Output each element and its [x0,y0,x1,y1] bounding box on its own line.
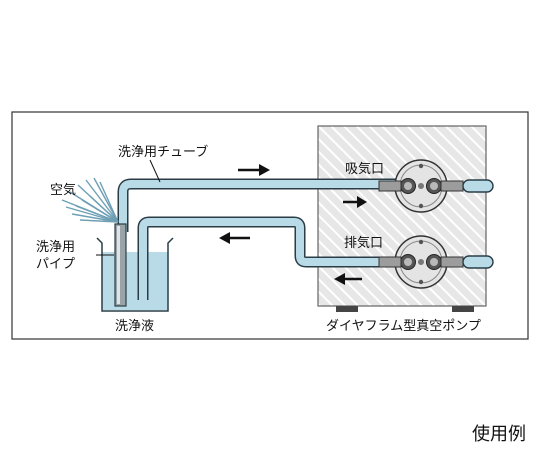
exhaust-outlet-tube [440,255,494,269]
exhaust-fitting [378,256,402,268]
air-spray-icon [61,177,119,223]
intake-fitting [378,180,402,192]
beaker [96,237,174,312]
washing-pipe [114,223,127,307]
liquid-label: 洗浄液 [115,319,154,334]
exhaust-label: 排気口 [344,235,383,251]
tube-leader-line [149,159,161,183]
arrow-left-icon [219,232,250,244]
arrow-right-icon [238,164,270,176]
pipe-label-line2: パイプ [36,257,75,272]
tube-label: 洗浄用チューブ [118,144,208,160]
arrow-right-icon [343,196,367,208]
caption: 使用例 [472,424,526,445]
arrow-left-icon [334,273,362,285]
intake-label: 吸気口 [345,161,384,177]
pipe-label-line1: 洗浄用 [36,240,75,255]
intake-outlet-tube [440,179,494,193]
pump-foot-left [336,306,358,312]
air-label: 空気 [50,182,76,198]
pump-label: ダイヤフラム型真空ポンプ [326,319,481,334]
pump-foot-right [452,306,474,312]
pump-head-exhaust [394,235,448,289]
pump-head-intake [394,159,448,213]
